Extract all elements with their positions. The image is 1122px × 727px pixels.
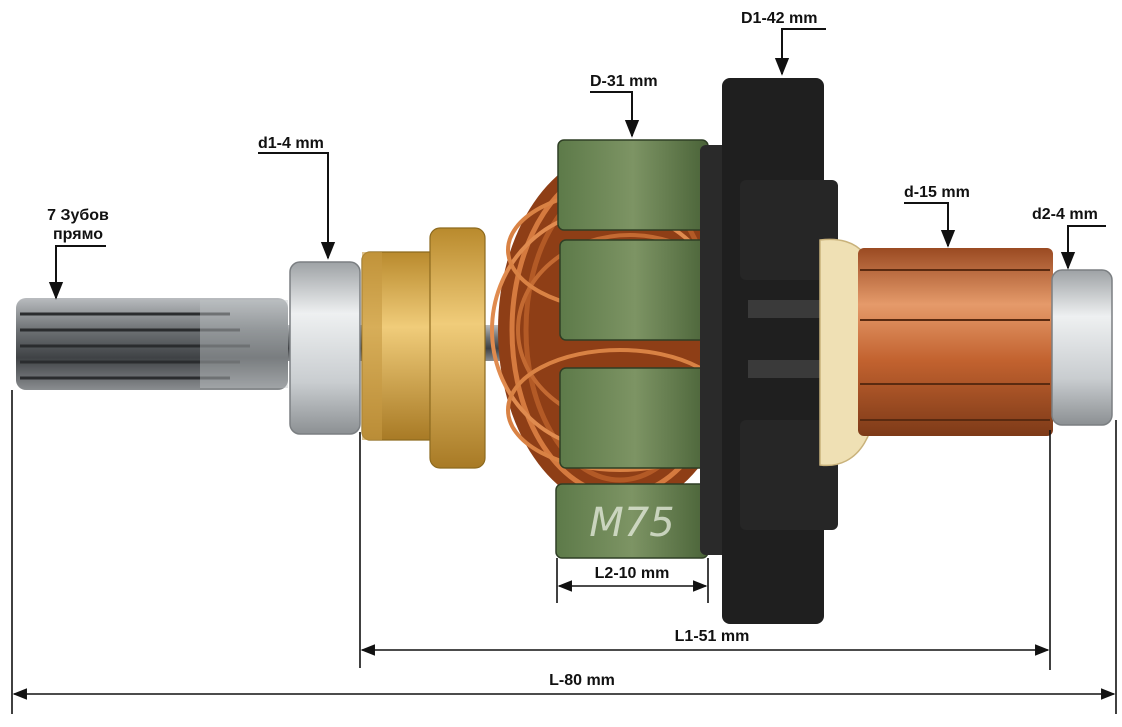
- brass-bushing: [361, 227, 486, 469]
- callout-leaders: [48, 28, 1106, 300]
- L1-label: L1-51 mm: [674, 628, 750, 645]
- L2-label: L2-10 mm: [594, 565, 670, 582]
- d-leader: [904, 202, 956, 248]
- lamination-marking: M75: [589, 500, 674, 546]
- fan-plate: [700, 78, 838, 624]
- lamination-stack: M75: [555, 139, 711, 559]
- pinion-gear: [16, 298, 288, 390]
- d1-label: d1-4 mm: [258, 135, 324, 152]
- teeth-label-line1: 7 Зубов: [47, 207, 109, 224]
- d2-label: d2-4 mm: [1032, 206, 1098, 223]
- D-leader: [590, 91, 640, 138]
- commutator: [858, 248, 1053, 436]
- D1-label: D1-42 mm: [741, 10, 818, 27]
- dimension-lines: [11, 390, 1117, 714]
- d2-leader: [1060, 225, 1106, 270]
- teeth-leader: [48, 245, 106, 300]
- D1-leader: [774, 28, 826, 76]
- left-bearing: [289, 261, 361, 435]
- L-label: L-80 mm: [549, 672, 615, 689]
- d-label: d-15 mm: [904, 184, 970, 201]
- d1-leader: [258, 152, 336, 260]
- armature-body: M75: [16, 78, 1113, 624]
- teeth-label-line2: прямо: [53, 226, 103, 243]
- D-label: D-31 mm: [590, 73, 658, 90]
- right-bearing: [1051, 269, 1113, 426]
